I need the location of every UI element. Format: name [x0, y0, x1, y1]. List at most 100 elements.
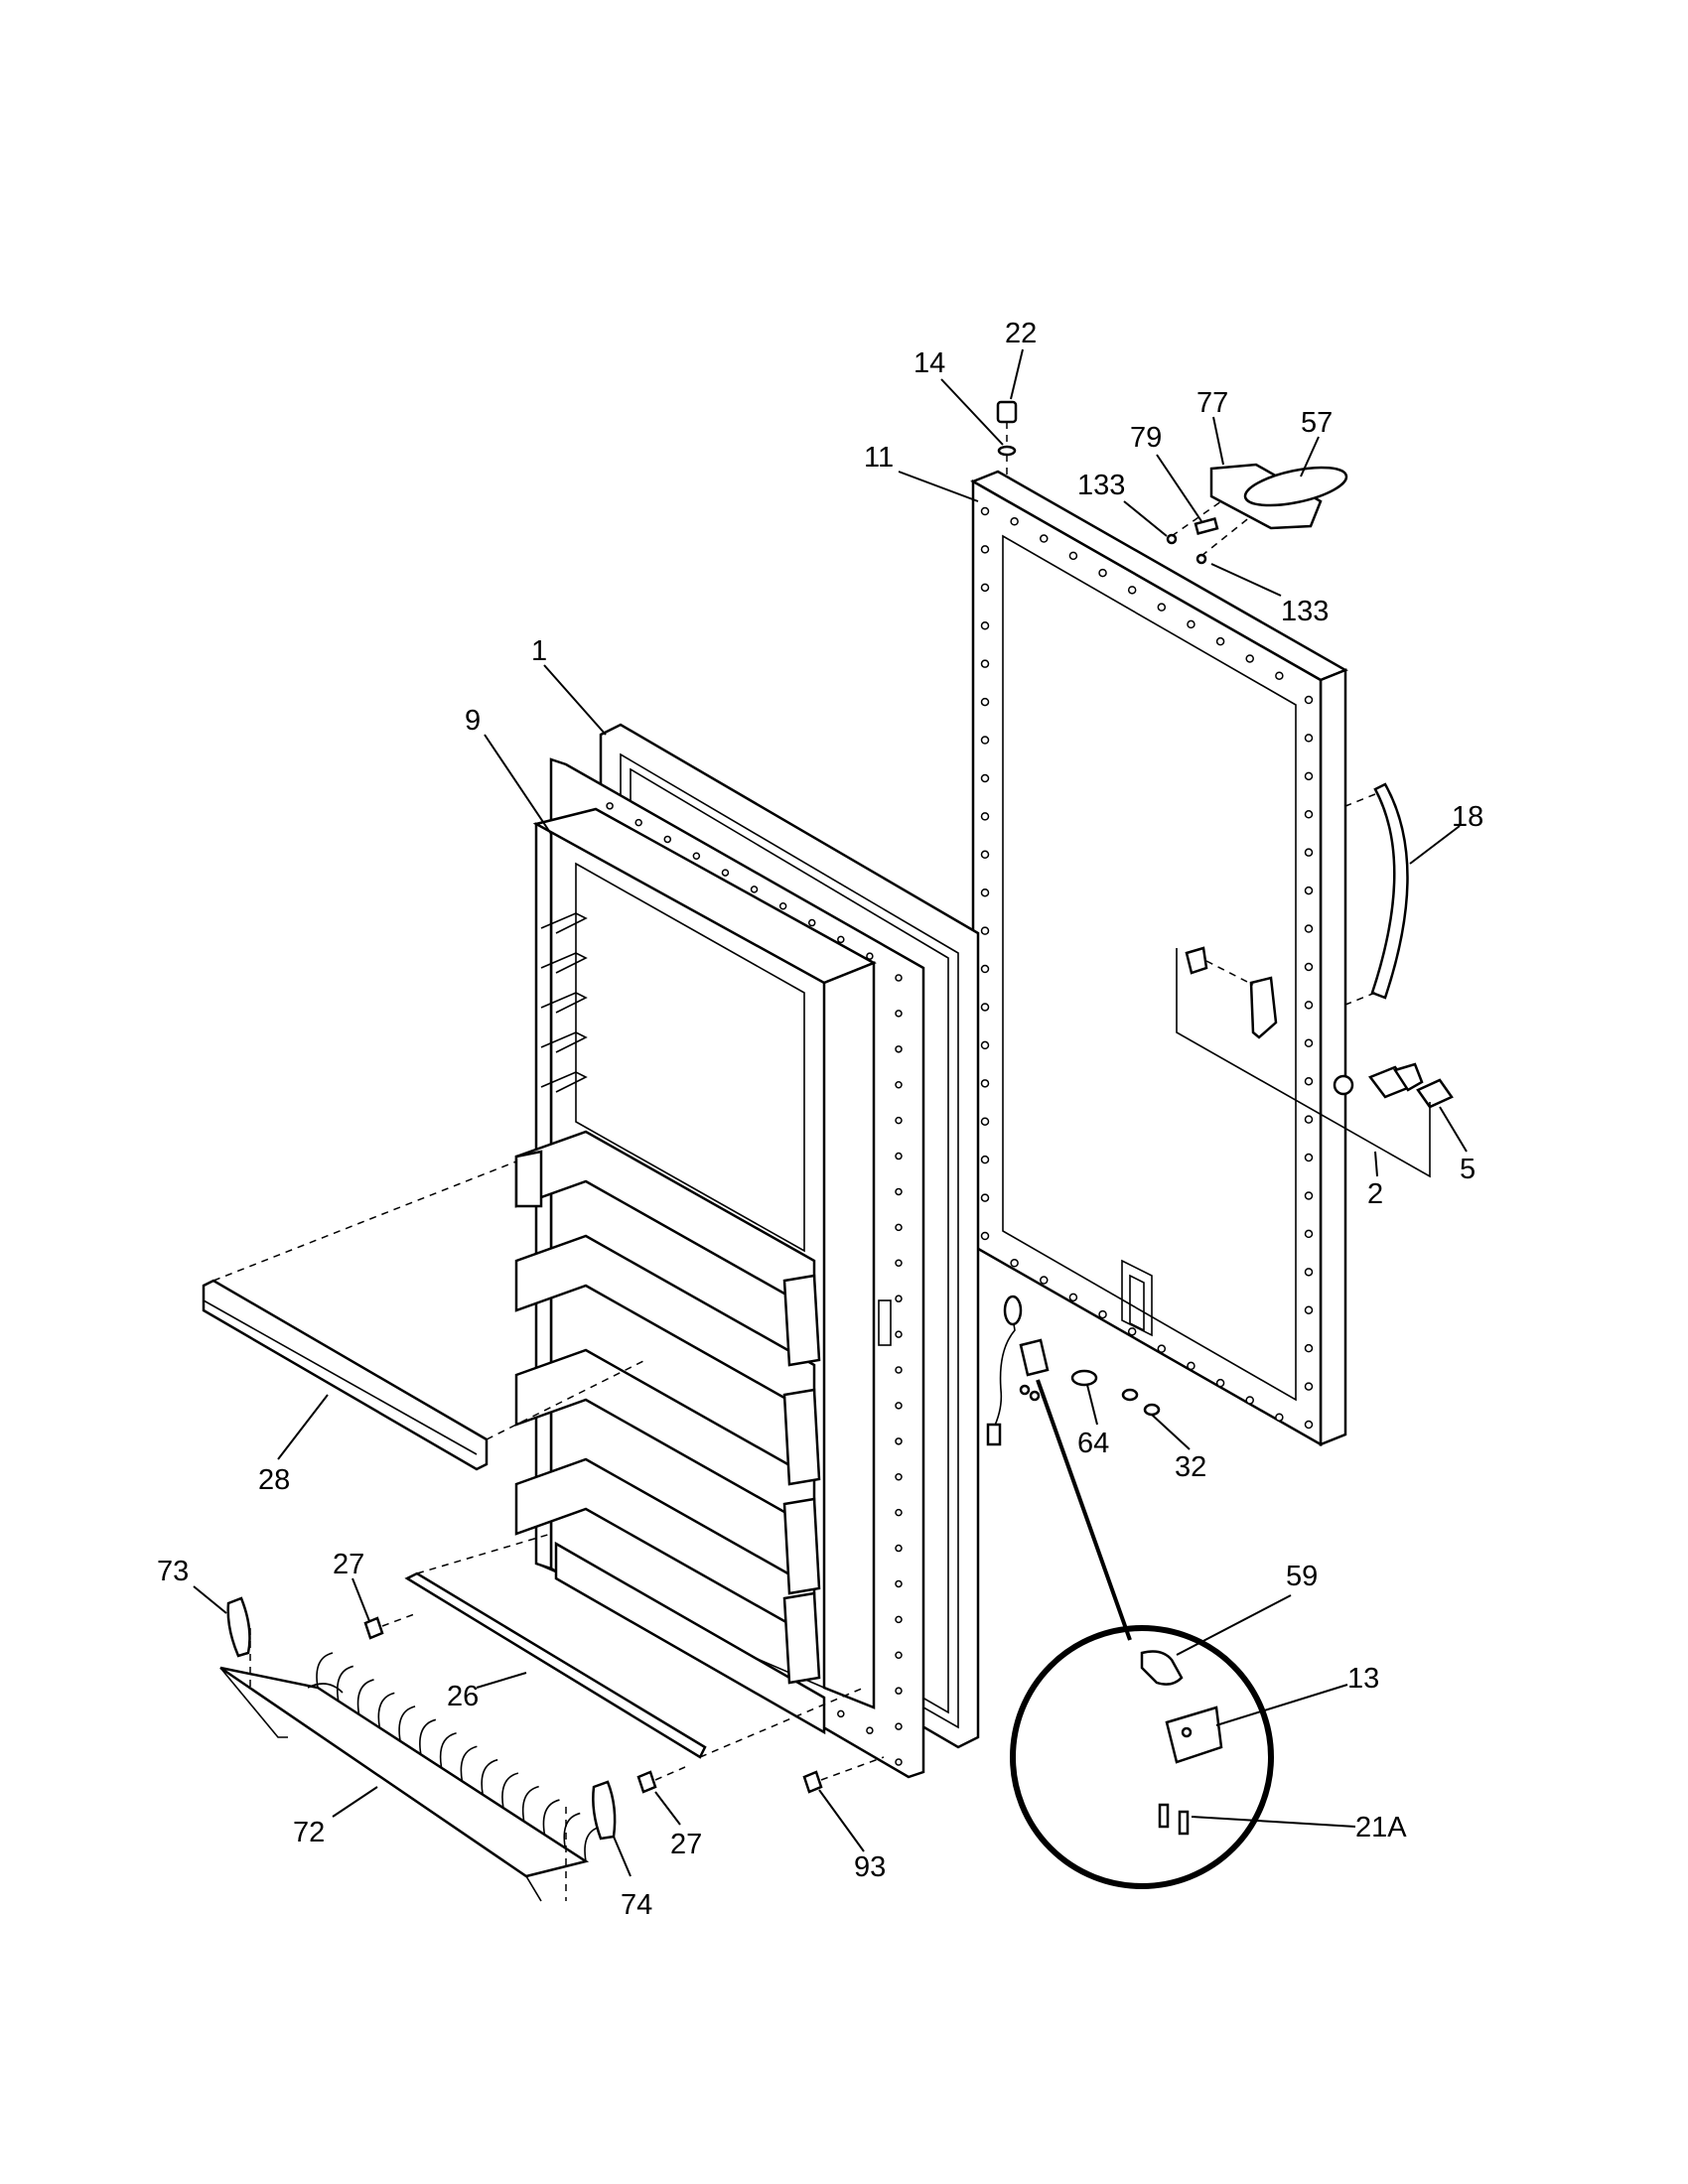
- screw-hole: [807, 918, 816, 927]
- screw-hole: [895, 1722, 903, 1730]
- screw-hole: [1304, 1153, 1314, 1162]
- screw-hole: [895, 1187, 903, 1196]
- callout-13: 13: [1347, 1663, 1379, 1695]
- callout-21A: 21A: [1355, 1812, 1407, 1843]
- screw-hole: [778, 901, 787, 910]
- screw-hole: [895, 1508, 903, 1517]
- screw-hole: [1187, 1361, 1196, 1371]
- callout-74: 74: [621, 1889, 652, 1921]
- screw-hole: [895, 1295, 903, 1302]
- callout-133-upper: 133: [1077, 470, 1125, 501]
- basket-rib: [521, 1785, 539, 1822]
- screw-hole: [980, 1155, 990, 1164]
- screw-hole: [895, 1758, 903, 1766]
- callout-57: 57: [1301, 407, 1333, 439]
- screw-hole: [1275, 671, 1284, 680]
- screw-hole: [980, 964, 990, 974]
- screw-hole: [1068, 1293, 1078, 1302]
- callout-28: 28: [258, 1464, 290, 1496]
- basket-rib: [377, 1692, 395, 1728]
- screw-hole: [980, 926, 990, 935]
- shelf-supports: [540, 912, 588, 1093]
- screw-hole: [1304, 1229, 1314, 1239]
- screw-hole: [895, 1402, 903, 1410]
- screw-hole: [895, 1010, 903, 1018]
- screw-hole: [634, 818, 642, 827]
- screw-hole: [895, 1080, 903, 1089]
- screw-hole: [1304, 1305, 1314, 1314]
- top-hinge-parts: [996, 400, 1018, 475]
- screw-hole: [1304, 1115, 1314, 1124]
- basket-rib: [563, 1812, 581, 1848]
- basket-rib: [542, 1799, 560, 1836]
- screw-hole: [721, 869, 730, 877]
- screw-hole: [1304, 886, 1314, 895]
- basket-rib: [439, 1731, 457, 1768]
- screw-hole: [1304, 734, 1314, 743]
- screw-hole: [980, 850, 990, 860]
- screws: [363, 1612, 885, 1794]
- screw-hole: [1304, 848, 1314, 857]
- screw-hole: [1304, 1420, 1314, 1430]
- screw-hole: [750, 886, 759, 893]
- callout-59: 59: [1286, 1561, 1318, 1592]
- callout-79: 79: [1130, 422, 1162, 454]
- screw-hole: [1187, 619, 1196, 629]
- screw-hole: [1304, 695, 1314, 705]
- screw-hole: [1304, 1001, 1314, 1010]
- detail-magnifier: [1010, 1379, 1274, 1889]
- bottom-wire-assembly: [986, 1295, 1161, 1446]
- callout-64: 64: [1077, 1428, 1109, 1459]
- callout-1: 1: [531, 635, 547, 667]
- basket-rib: [501, 1772, 519, 1809]
- screw-hole: [1010, 1259, 1019, 1268]
- screw-hole: [895, 1223, 903, 1232]
- trim-strip: [404, 1533, 865, 1759]
- screw-hole: [1068, 551, 1078, 561]
- screw-hole: [895, 1330, 903, 1338]
- door-bins: [514, 1130, 826, 1735]
- top-bracket: [1166, 463, 1348, 565]
- screw-hole: [980, 1040, 990, 1050]
- screw-hole: [895, 1116, 903, 1125]
- screw-hole: [895, 1259, 903, 1268]
- screw-hole: [895, 1152, 903, 1160]
- callout-32: 32: [1175, 1451, 1206, 1483]
- screw-hole: [1304, 810, 1314, 819]
- screw-hole: [1040, 534, 1049, 543]
- screw-hole: [980, 1003, 990, 1012]
- callout-133-lower: 133: [1281, 596, 1329, 627]
- screw-hole: [980, 621, 990, 630]
- callout-93: 93: [854, 1851, 886, 1883]
- basket-rib: [316, 1652, 334, 1689]
- screw-hole: [895, 1472, 903, 1481]
- screw-hole: [1304, 962, 1314, 972]
- screw-hole: [980, 506, 990, 516]
- screw-hole: [866, 952, 874, 960]
- screw-hole: [895, 974, 903, 982]
- screw-hole: [1127, 586, 1137, 595]
- callout-77: 77: [1196, 387, 1228, 419]
- screw-hole: [1304, 924, 1314, 933]
- callout-22: 22: [1005, 318, 1037, 349]
- callout-14: 14: [914, 347, 945, 379]
- callout-2: 2: [1367, 1178, 1383, 1210]
- screw-hole: [980, 1193, 990, 1202]
- screw-hole: [1157, 1344, 1167, 1353]
- shelf-rail: [202, 1160, 646, 1471]
- screw-hole: [895, 1544, 903, 1553]
- screw-hole: [837, 1709, 845, 1718]
- screw-hole: [980, 697, 990, 707]
- screw-hole: [895, 1437, 903, 1445]
- screw-hole: [895, 1579, 903, 1588]
- callout-11: 11: [864, 442, 894, 474]
- screw-hole: [1098, 568, 1107, 578]
- screw-hole: [692, 852, 701, 861]
- screw-hole: [1304, 1038, 1314, 1048]
- screw-hole: [866, 1726, 874, 1734]
- screw-hole: [895, 1045, 903, 1053]
- callout-5: 5: [1460, 1154, 1476, 1185]
- screw-hole: [895, 1687, 903, 1695]
- leader-lines: [193, 348, 1468, 1877]
- screw-hole: [1304, 1343, 1314, 1353]
